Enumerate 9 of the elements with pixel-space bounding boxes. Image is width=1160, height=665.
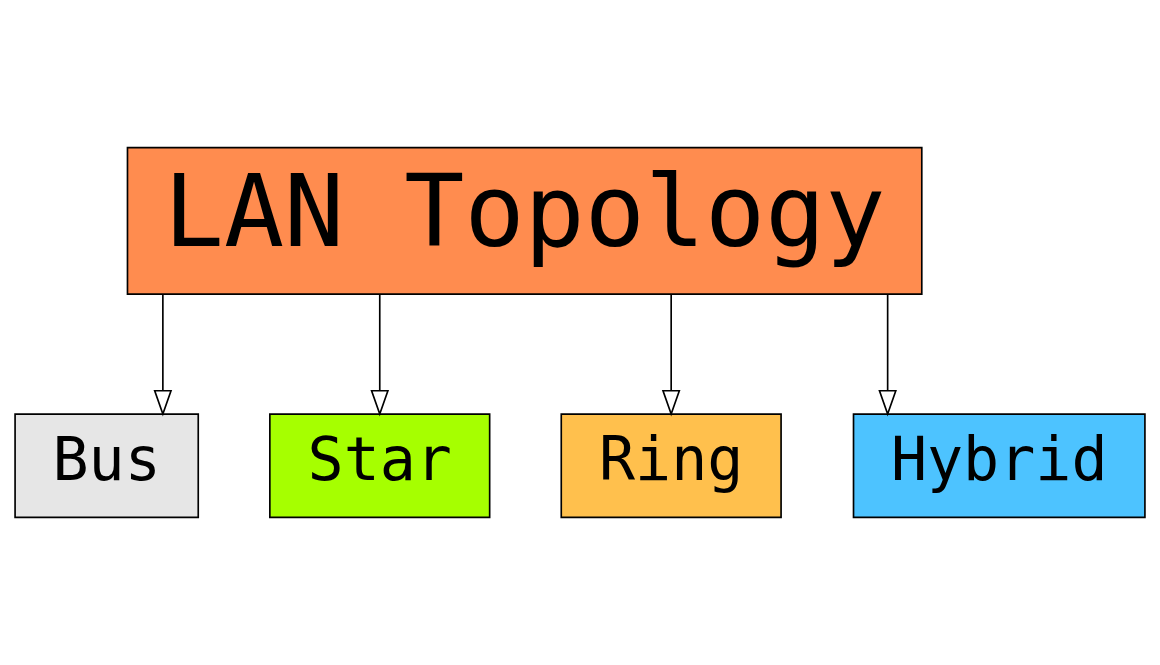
node-box: Bus xyxy=(14,413,200,519)
arrow xyxy=(661,293,681,417)
node-box: Hybrid xyxy=(852,413,1146,519)
node-box: Star xyxy=(269,413,491,519)
arrow xyxy=(153,293,173,417)
node-box: Ring xyxy=(560,413,782,519)
arrow xyxy=(370,293,390,417)
arrow xyxy=(878,293,897,417)
node-box: LAN Topology xyxy=(126,146,923,296)
